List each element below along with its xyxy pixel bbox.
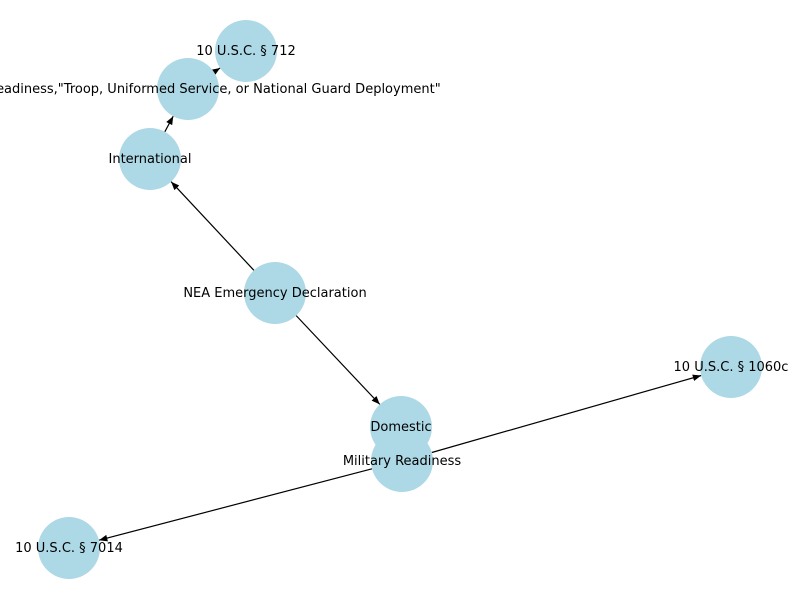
edge-nea-to-domestic — [295, 315, 381, 405]
node-usc1060c-label: 10 U.S.C. § 1060c — [674, 360, 789, 375]
node-usc712-label: 10 U.S.C. § 712 — [196, 44, 296, 59]
edge-military-to-usc7014 — [98, 468, 373, 542]
node-usc7014-circle — [38, 517, 100, 579]
edge-international-to-troop — [164, 115, 174, 133]
node-military-circle — [371, 430, 433, 492]
node-military-label: Military Readiness — [343, 454, 462, 469]
edge-military-to-usc1060c — [431, 374, 702, 454]
edge-nea-to-international — [170, 181, 255, 271]
labels-layer: NEA Emergency Declaration International … — [0, 44, 788, 556]
node-international-label: International — [109, 152, 192, 167]
edge-troop-to-usc712 — [211, 67, 221, 76]
edges-layer — [98, 67, 702, 542]
node-usc1060c-circle — [700, 336, 762, 398]
node-troop-circle — [157, 58, 219, 120]
node-international-circle — [119, 128, 181, 190]
node-troop-label: Military Readiness,"Troop, Uniformed Ser… — [0, 82, 441, 97]
node-nea-circle — [244, 262, 306, 324]
nodes-layer — [38, 20, 762, 579]
node-domestic-label: Domestic — [370, 420, 431, 435]
node-usc712-circle — [215, 20, 277, 82]
node-usc7014-label: 10 U.S.C. § 7014 — [15, 541, 123, 556]
node-nea-label: NEA Emergency Declaration — [183, 286, 366, 301]
